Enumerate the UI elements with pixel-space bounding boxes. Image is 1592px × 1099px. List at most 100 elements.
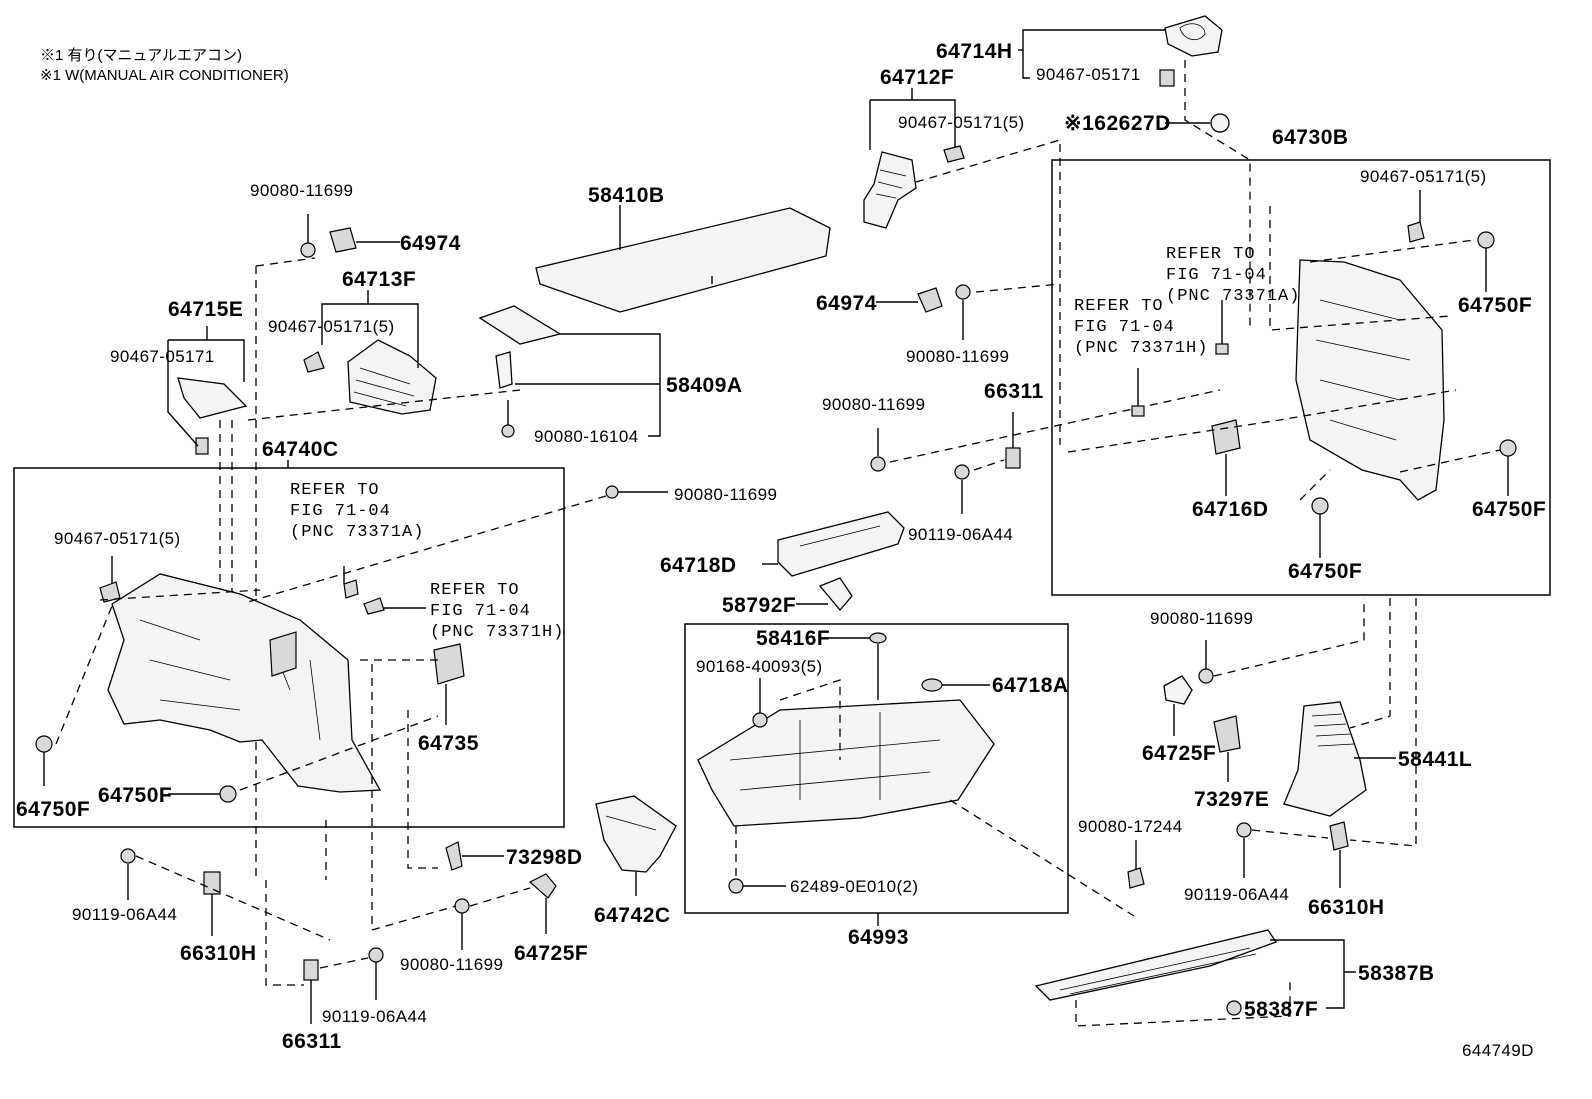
label-64735: 64735 — [418, 732, 479, 755]
label-90467-05171-b: 90467-05171 — [110, 347, 215, 366]
part-64742c-shape — [595, 795, 677, 873]
label-90119-06a44-d: 90119-06A44 — [1184, 885, 1289, 904]
label-64713f: 64713F — [342, 268, 416, 291]
ref-1-line-3: (PNC 73371A) — [1166, 287, 1300, 306]
part-73297e-shape — [1213, 715, 1241, 753]
label-90119-06a44-a: 90119-06A44 — [908, 525, 1013, 544]
label-73298d: 73298D — [506, 846, 583, 869]
label-58441l: 58441L — [1398, 748, 1472, 771]
part-64974-a-shape — [329, 227, 357, 253]
clip-90467-5-top — [943, 145, 965, 163]
ref-1-line-2: FIG 71-04 — [1166, 266, 1267, 285]
ref-4-line-3: (PNC 73371H) — [430, 623, 564, 642]
label-64714h: 64714H — [936, 40, 1013, 63]
part-66311-a-shape — [1005, 447, 1021, 469]
part-58792f-shape — [818, 577, 853, 612]
label-90080-11699-c: 90080-11699 — [822, 395, 925, 414]
label-64750f-r3: 64750F — [1288, 560, 1362, 583]
part-64740c-shape — [107, 573, 382, 793]
part-64715e-shape — [177, 377, 248, 455]
label-64974-a: 64974 — [400, 232, 461, 255]
label-58410b: 58410B — [588, 184, 665, 207]
ref-3-line-1: REFER TO — [290, 481, 380, 500]
label-64725f-b: 64725F — [1142, 742, 1216, 765]
label-90080-11699-f: 90080-11699 — [1150, 609, 1253, 628]
box-64740c — [13, 467, 565, 828]
label-90467-05171-5-right: 90467-05171(5) — [1360, 167, 1487, 186]
label-90119-06a44-b: 90119-06A44 — [72, 905, 177, 924]
label-90080-17244: 90080-17244 — [1078, 817, 1183, 836]
part-62627d-shape — [1210, 113, 1230, 133]
part-58441l-shape — [1283, 701, 1367, 817]
label-64712f: 64712F — [880, 66, 954, 89]
leader-64712f — [869, 99, 956, 150]
part-58416f-shape — [869, 632, 887, 644]
label-64718d: 64718D — [660, 554, 737, 577]
leader-64713f — [321, 290, 419, 368]
part-64730b-shape — [1295, 259, 1445, 501]
part-64974-b-shape — [917, 287, 943, 313]
part-64716d-shape — [1211, 419, 1241, 455]
label-90080-11699-b: 90080-11699 — [906, 347, 1009, 366]
label-64730b: 64730B — [1272, 126, 1349, 149]
clip-58387f — [1226, 1000, 1242, 1016]
ref-4-line-2: FIG 71-04 — [430, 602, 531, 621]
part-58410b-shape — [535, 207, 831, 313]
leader-58387b — [1270, 939, 1356, 1009]
leader-64714h — [1022, 29, 1165, 79]
label-58409a: 58409A — [666, 374, 743, 397]
label-64716d: 64716D — [1192, 498, 1269, 521]
label-64993: 64993 — [848, 926, 909, 949]
bolt-90080-c — [870, 456, 886, 472]
part-73298d-shape — [445, 841, 463, 871]
box-64993 — [684, 623, 1069, 914]
ref-2-line-2: FIG 71-04 — [1074, 318, 1175, 337]
note-line-2: ※1 W(MANUAL AIR CONDITIONER) — [40, 67, 289, 84]
part-64712f-shape — [863, 151, 917, 229]
label-64742c: 64742C — [594, 904, 671, 927]
clip-90080-17244 — [1127, 867, 1145, 889]
clip-64750f-r1 — [1477, 231, 1495, 249]
ref-3-line-2: FIG 71-04 — [290, 502, 391, 521]
leader-64715e — [167, 326, 245, 447]
part-64725f-b-shape — [1163, 675, 1193, 705]
label-66310h-a: 66310H — [180, 942, 257, 965]
label-90467-05171-5-b: 90467-05171(5) — [268, 317, 395, 336]
label-64740c: 64740C — [262, 438, 339, 461]
figure-code: 644749D — [1462, 1041, 1534, 1060]
label-64974-b: 64974 — [816, 292, 877, 315]
bolt-90080-f — [1198, 668, 1214, 684]
ref-3-line-3: (PNC 73371A) — [290, 523, 424, 542]
label-90080-11699-a: 90080-11699 — [250, 181, 353, 200]
part-64713f-shape — [347, 339, 437, 415]
box-64730b — [1051, 159, 1551, 596]
label-66311-a: 66311 — [984, 380, 1044, 403]
label-58416f: 58416F — [756, 627, 830, 650]
part-58387b-shape — [1034, 929, 1277, 1001]
label-90080-11699-e: 90080-11699 — [400, 955, 503, 974]
clip-64750f-l1 — [35, 735, 53, 753]
label-58387f: 58387F — [1244, 998, 1318, 1021]
label-90168-40093: 90168-40093(5) — [696, 657, 823, 676]
label-90080-16104: 90080-16104 — [534, 427, 639, 446]
ref-1-line-1: REFER TO — [1166, 245, 1256, 264]
leader-58409a — [515, 333, 661, 437]
note-line-1: ※1 有り(マニュアルエアコン) — [40, 47, 243, 64]
label-64715e: 64715E — [168, 298, 243, 321]
bolt-90119-a — [954, 464, 970, 480]
part-66311-b-shape — [303, 959, 319, 981]
label-58387b: 58387B — [1358, 962, 1435, 985]
ref-2-line-1: REFER TO — [1074, 297, 1164, 316]
label-62489: 62489-0E010(2) — [790, 877, 918, 896]
bolt-90080-d — [605, 485, 619, 499]
label-64750f-l1: 64750F — [98, 784, 172, 807]
label-66311-b: 66311 — [282, 1030, 342, 1053]
label-64750f-r1: 64750F — [1458, 294, 1532, 317]
label-66310h-b: 66310H — [1308, 896, 1385, 919]
bolt-90119-d — [1236, 822, 1252, 838]
bolt-90080-b — [955, 284, 971, 300]
bolt-90080-e — [454, 898, 470, 914]
clip-64750f-r2 — [1499, 439, 1517, 457]
clip-62489 — [728, 878, 744, 894]
